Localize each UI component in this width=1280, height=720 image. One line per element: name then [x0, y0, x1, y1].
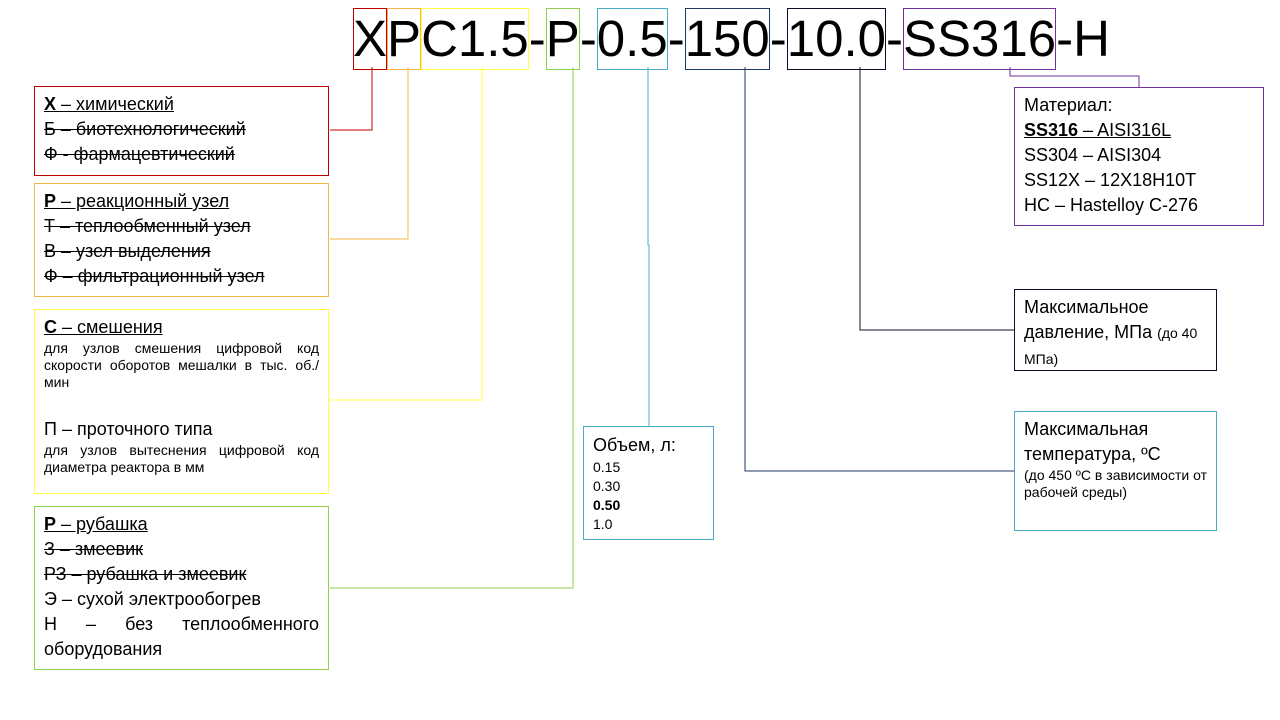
- code-volume: 0.5: [596, 8, 668, 70]
- code-tail: -H: [1056, 10, 1110, 67]
- volume-value: 0.15: [593, 459, 621, 475]
- box-heat-exchange: Р – рубашка З – змеевик РЗ – рубашка и з…: [34, 506, 329, 670]
- heat-none: Н – без теплообменного оборудования: [44, 614, 319, 659]
- unit-key: Р: [44, 191, 57, 211]
- material-title: Материал:: [1024, 95, 1113, 115]
- box-mode-type: С – смешения для узлов смешения цифровой…: [34, 309, 329, 494]
- mode-mixing: – смешения: [57, 317, 163, 337]
- pressure-title: Максимальное давление, МПа: [1024, 297, 1153, 342]
- heat-key: Р: [44, 514, 57, 534]
- mode-flow: П – проточного типа: [44, 419, 213, 439]
- heat-jacket: – рубашка: [56, 514, 148, 534]
- material-key: SS316: [1024, 120, 1079, 140]
- volume-value: 0.30: [593, 478, 621, 494]
- box-unit-type: Р – реакционный узел Т – теплообменный у…: [34, 183, 329, 297]
- mode-key: С: [44, 317, 57, 337]
- unit-filtration: Ф – фильтрационный узел: [44, 266, 265, 286]
- temperature-note: (до 450 ºС в зависимости от рабочей сред…: [1024, 467, 1207, 500]
- code-dash: -: [886, 10, 904, 67]
- pressure-note: (до 40 МПа): [1024, 325, 1198, 367]
- code-material: SS316: [903, 8, 1057, 70]
- mode-flow-note: для узлов вытеснения цифровой код диамет…: [44, 442, 319, 475]
- unit-reaction: – реакционный узел: [56, 191, 230, 211]
- heat-coil: З – змеевик: [44, 539, 144, 559]
- unit-separation: В – узел выделения: [44, 241, 211, 261]
- code-dash: -: [769, 10, 787, 67]
- code-temperature: 150: [684, 8, 770, 70]
- code-x: X: [353, 8, 388, 70]
- type-key: Х: [44, 94, 57, 114]
- material-hastelloy: HC – Hastelloy C-276: [1024, 195, 1199, 215]
- connector-temperature: [744, 67, 1014, 472]
- connector-heat: [330, 67, 574, 589]
- heat-electric: Э – сухой электрообогрев: [44, 589, 261, 609]
- volume-title: Объем, л:: [593, 435, 676, 455]
- box-temperature: Максимальная температура, ºС (до 450 ºС …: [1014, 411, 1217, 531]
- code-dash: -: [579, 10, 597, 67]
- connector-x: [330, 67, 373, 131]
- box-material: Материал: SS316 – AISI316L SS304 – AISI3…: [1014, 87, 1264, 226]
- model-code: XPC1.5-P-0.5-150-10.0-SS316-H: [353, 8, 1110, 70]
- material-ss12x: SS12X – 12X18H10T: [1024, 170, 1197, 190]
- type-biotech: Б – биотехнологический: [44, 119, 246, 139]
- material-ss316: – AISI316L: [1078, 120, 1172, 140]
- volume-value: 1.0: [593, 516, 613, 532]
- connector-material: [1009, 67, 1140, 87]
- type-pharma: Ф - фармацевтический: [44, 144, 235, 164]
- box-reactor-type: Х – химический Б – биотехнологический Ф …: [34, 86, 329, 176]
- heat-jacket-coil: РЗ – рубашка и змеевик: [44, 564, 247, 584]
- temperature-title: Максимальная температура, ºС: [1024, 419, 1161, 464]
- code-p: P: [387, 8, 422, 70]
- connector-pressure: [859, 67, 1014, 331]
- code-dash: -: [667, 10, 685, 67]
- connector-volume: [647, 67, 650, 426]
- code-c15: C1.5: [421, 8, 529, 70]
- connector-unit: [330, 67, 409, 240]
- code-heat: P: [545, 8, 580, 70]
- box-pressure: Максимальное давление, МПа (до 40 МПа): [1014, 289, 1217, 371]
- code-dash: -: [528, 10, 546, 67]
- box-volume: Объем, л: 0.15 0.30 0.50 1.0: [583, 426, 714, 540]
- connector-mode: [330, 67, 483, 401]
- type-chemical: – химический: [56, 94, 174, 114]
- material-ss304: SS304 – AISI304: [1024, 145, 1162, 165]
- mode-mixing-note: для узлов смешения цифровой код скорости…: [44, 340, 319, 390]
- code-pressure: 10.0: [786, 8, 887, 70]
- volume-value-selected: 0.50: [593, 497, 621, 513]
- unit-heat-exchange: Т – теплообменный узел: [44, 216, 251, 236]
